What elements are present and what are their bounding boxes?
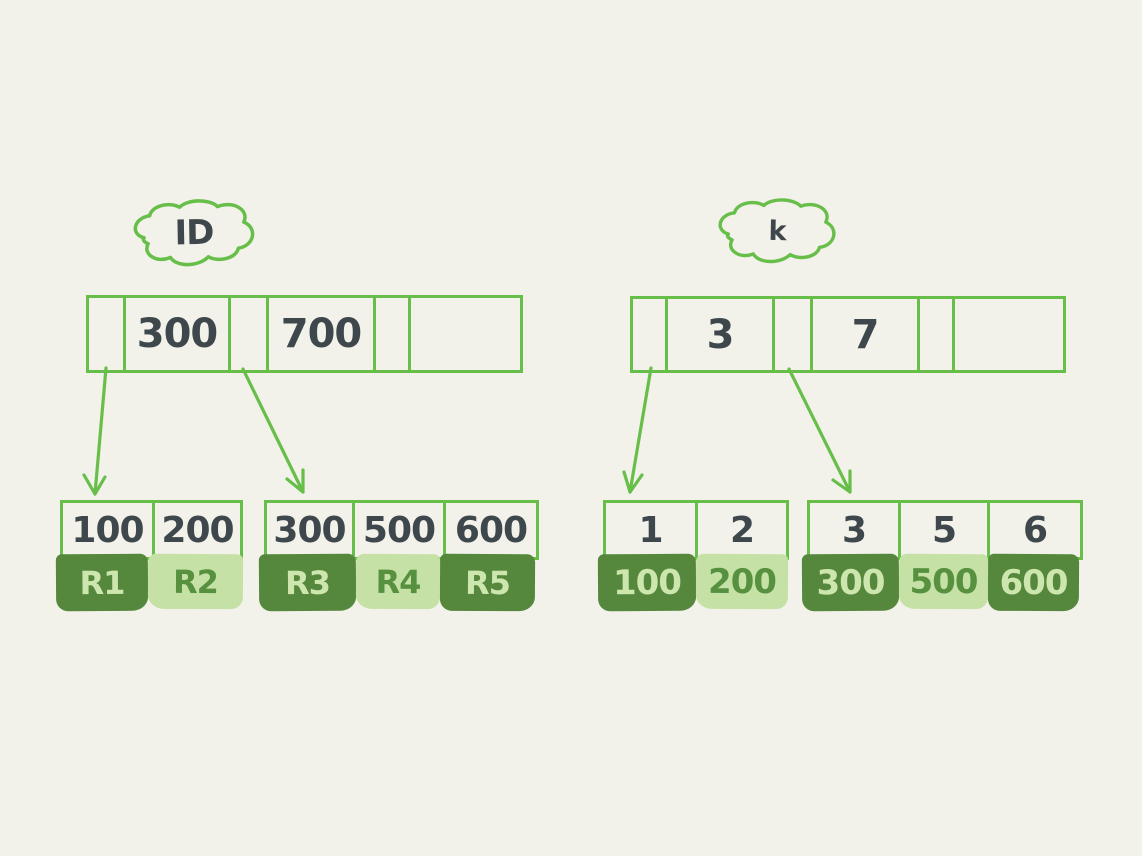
record-block: R2 bbox=[147, 553, 244, 610]
value-block: 600 bbox=[987, 553, 1080, 612]
cloud-icon bbox=[133, 199, 255, 267]
leaf-key-cell: 300 bbox=[267, 503, 355, 557]
record-block: R3 bbox=[258, 553, 357, 612]
leaf-key-cell: 2 bbox=[729, 509, 755, 551]
right-leaf2-keys: 3 5 6 bbox=[807, 500, 1083, 560]
key-cell-empty bbox=[411, 298, 520, 370]
arrow-right-node-to-leaf2 bbox=[787, 367, 852, 494]
leaf-key-cell: 3 bbox=[810, 503, 901, 557]
key-cell: 700 bbox=[269, 298, 376, 370]
value-block: 300 bbox=[801, 553, 900, 612]
leaf-key-cell: 100 bbox=[63, 503, 155, 557]
right-index-cloud: k bbox=[706, 195, 847, 267]
right-index-label: k bbox=[768, 215, 786, 247]
right-leaf1-keys: 1 2 bbox=[603, 500, 789, 560]
arrow-left-node-to-leaf2 bbox=[241, 367, 305, 494]
cloud-icon bbox=[718, 198, 836, 264]
key-cell: 7 bbox=[813, 299, 920, 370]
record-block: R5 bbox=[439, 553, 536, 612]
right-internal-node: 3 7 bbox=[630, 296, 1066, 373]
left-internal-node: 300 700 bbox=[86, 295, 523, 373]
left-index-label: ID bbox=[174, 212, 214, 254]
pointer-cell bbox=[920, 299, 955, 370]
left-leaf1-keys: 100 200 bbox=[60, 500, 243, 560]
pointer-cell bbox=[231, 298, 269, 370]
pointer-cell bbox=[89, 298, 126, 370]
key-cell: 3 bbox=[668, 299, 775, 370]
leaf-key-cell: 1 bbox=[606, 503, 698, 557]
left-leaf2-keys: 300 500 600 bbox=[264, 500, 539, 560]
value-block: 100 bbox=[597, 553, 697, 612]
pointer-cell bbox=[376, 298, 411, 370]
key-cell: 300 bbox=[126, 298, 231, 370]
value-block: 200 bbox=[695, 553, 789, 610]
leaf-key-cell: 200 bbox=[161, 509, 234, 551]
leaf-key-cell: 500 bbox=[355, 503, 446, 557]
pointer-cell bbox=[775, 299, 813, 370]
left-index-cloud: ID bbox=[121, 196, 266, 271]
key-cell-empty bbox=[955, 299, 1063, 370]
leaf-key-cell: 600 bbox=[454, 509, 528, 551]
record-block: R1 bbox=[55, 553, 149, 612]
arrow-left-node-to-leaf1 bbox=[82, 366, 108, 496]
pointer-cell bbox=[633, 299, 668, 370]
record-block: R4 bbox=[355, 553, 441, 610]
leaf-key-cell: 5 bbox=[901, 503, 990, 557]
arrow-right-node-to-leaf1 bbox=[622, 366, 653, 494]
leaf-key-cell: 6 bbox=[1022, 509, 1048, 551]
value-block: 500 bbox=[898, 553, 989, 610]
